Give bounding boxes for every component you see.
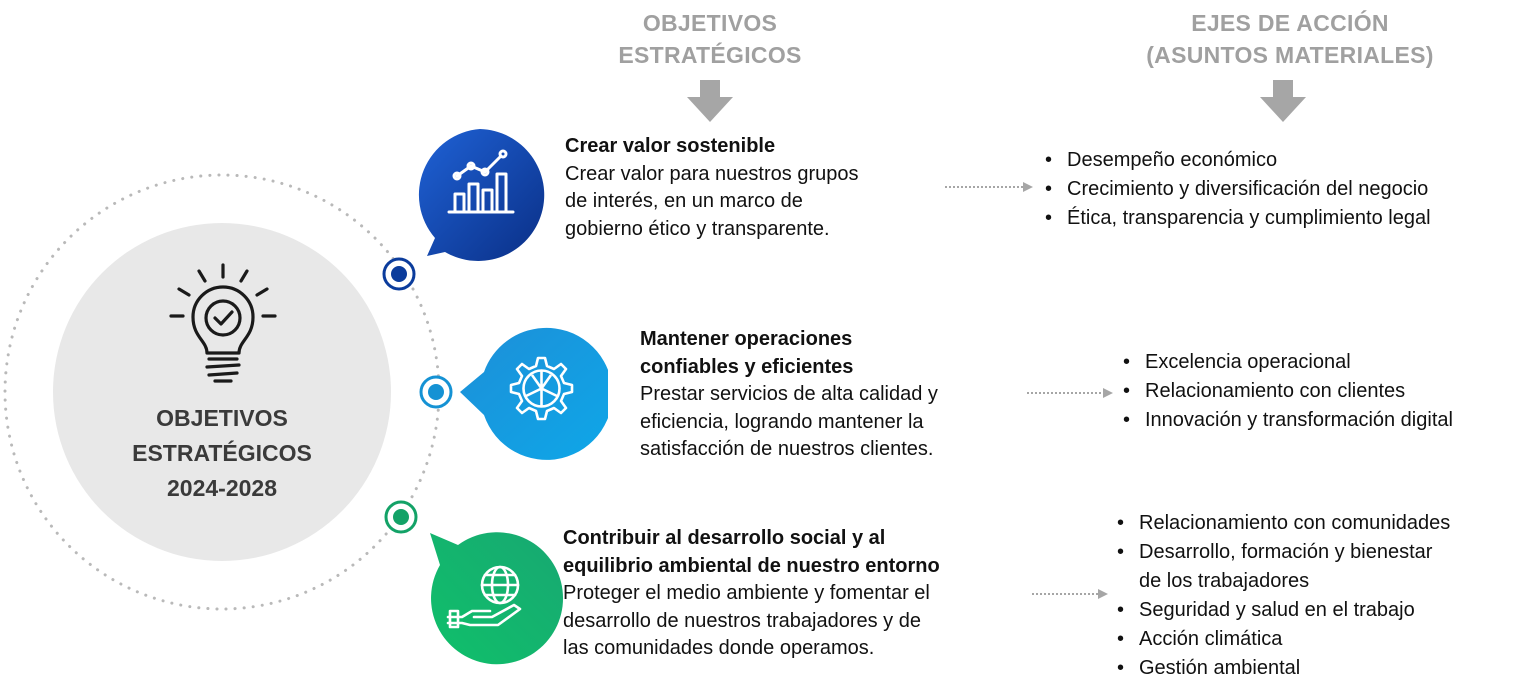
gear-icon [509, 356, 574, 421]
list-item: Seguridad y salud en el trabajo [1117, 596, 1450, 625]
objective-3-desc-line-3: las comunidades donde operamos. [563, 637, 875, 659]
dotted-arrow-3 [1032, 589, 1108, 599]
list-item: Innovación y transformación digital [1123, 406, 1453, 435]
objectives-header-line-1: OBJETIVOS [642, 10, 778, 36]
center-title-line-3: 2024-2028 [167, 475, 277, 501]
bubble-blue-light [460, 327, 608, 460]
list-item: Desarrollo, formación y bienestar [1117, 538, 1450, 567]
list-item: Acción climática [1117, 625, 1450, 654]
list-item-continuation: de los trabajadores [1139, 570, 1310, 592]
axes-list-2: Excelencia operacional Relacionamiento c… [1123, 348, 1453, 435]
hand-globe-icon [446, 565, 522, 629]
list-item: Ética, transparencia y cumplimiento lega… [1045, 204, 1431, 233]
objectives-header-line-2: ESTRATÉGICOS [618, 42, 802, 68]
objective-3-desc-line-1: Proteger el medio ambiente y fomentar el [563, 582, 930, 604]
objective-1: Crear valor sostenible Crear valor para … [565, 133, 858, 243]
objective-2: Mantener operaciones confiables y eficie… [640, 326, 938, 464]
list-item: Relacionamiento con comunidades [1117, 509, 1450, 538]
list-item: Desempeño económico [1045, 146, 1431, 175]
objective-2-title-line-1: Mantener operaciones [640, 328, 853, 350]
dotted-arrow-1 [945, 182, 1033, 192]
bar-chart-growth-icon [447, 149, 515, 214]
connector-dot-1 [382, 257, 416, 291]
connector-dot-3 [384, 500, 418, 534]
objective-1-desc-line-1: Crear valor para nuestros grupos [565, 162, 859, 185]
axes-list-3: Relacionamiento con comunidades Desarrol… [1117, 509, 1450, 683]
objective-2-desc-line-1: Prestar servicios de alta calidad y [640, 383, 938, 405]
objective-2-desc-line-2: eficiencia, logrando mantener la [640, 410, 924, 433]
axes-header-line-2: (ASUNTOS MATERIALES) [1146, 42, 1434, 68]
list-item: Excelencia operacional [1123, 348, 1453, 377]
objective-3-title-line-1: Contribuir al desarrollo social y al [563, 527, 886, 549]
center-circle: OBJETIVOS ESTRATÉGICOS 2024-2028 [53, 223, 391, 561]
list-item: Crecimiento y diversificación del negoci… [1045, 175, 1431, 204]
dotted-arrow-2 [1027, 388, 1113, 398]
objectives-down-arrow-icon [687, 80, 733, 122]
objectives-column-header: OBJETIVOS ESTRATÉGICOS [590, 7, 830, 71]
objective-3-title-line-2: equilibrio ambiental de nuestro entorno [563, 554, 940, 577]
axes-down-arrow-icon [1260, 80, 1306, 122]
objective-3: Contribuir al desarrollo social y al equ… [563, 525, 940, 663]
objective-2-desc-line-3: satisfacción de nuestros clientes. [640, 438, 934, 460]
axes-column-header: EJES DE ACCIÓN (ASUNTOS MATERIALES) [1125, 7, 1455, 71]
list-item: Relacionamiento con clientes [1123, 377, 1453, 406]
center-title: OBJETIVOS ESTRATÉGICOS 2024-2028 [53, 401, 391, 506]
list-item: Gestión ambiental [1117, 654, 1450, 683]
center-title-line-1: OBJETIVOS [156, 405, 288, 431]
objective-1-desc-line-3: gobierno ético y transparente. [565, 217, 830, 240]
connector-dot-2 [419, 375, 453, 409]
axes-header-line-1: EJES DE ACCIÓN [1191, 10, 1389, 36]
objective-2-title-line-2: confiables y eficientes [640, 355, 854, 378]
bubble-green [430, 532, 564, 665]
objective-1-desc-line-2: de interés, en un marco de [565, 190, 803, 212]
lightbulb-check-icon [169, 263, 277, 383]
objective-1-title: Crear valor sostenible [565, 135, 776, 157]
bubble-blue-dark [418, 129, 545, 261]
axes-list-1: Desempeño económico Crecimiento y divers… [1045, 146, 1431, 233]
objective-3-desc-line-2: desarrollo de nuestros trabajadores y de [563, 609, 921, 632]
center-title-line-2: ESTRATÉGICOS [132, 440, 312, 466]
